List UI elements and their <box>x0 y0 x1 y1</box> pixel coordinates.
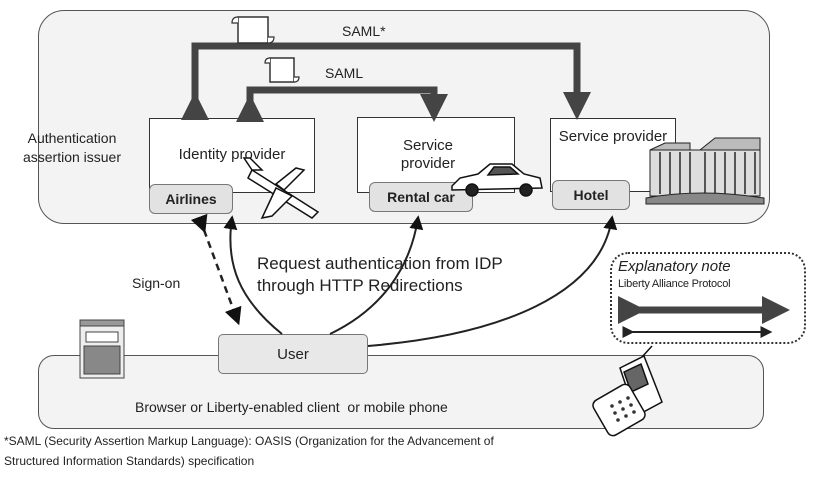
car-icon <box>451 163 543 197</box>
saml-outer-arrow <box>181 42 591 120</box>
sign-on-label: Sign-on <box>132 275 181 291</box>
footnote-line2: Structured Information Standards) specif… <box>4 454 255 468</box>
user-box: User <box>218 334 368 374</box>
browser-window-icon <box>79 319 125 379</box>
hotel-building-icon <box>645 137 765 205</box>
sign-on-arrow <box>190 213 242 326</box>
saml-inner-label: SAML <box>325 65 364 81</box>
airplane-icon <box>242 157 320 220</box>
redirect-label-line1: Request authentication from IDP <box>257 254 503 273</box>
service-provider-hotel-label: Service provider <box>558 128 668 145</box>
explanatory-note-title: Explanatory note <box>618 258 731 275</box>
saml-outer-label: SAML* <box>342 23 386 39</box>
redirect-label-line2: through HTTP Redirections <box>257 276 463 295</box>
redirect-arrows <box>223 215 618 347</box>
identity-provider-label: Identity provider <box>178 146 286 163</box>
footnote-line1: *SAML (Security Assertion Markup Languag… <box>4 434 494 448</box>
issuer-label: Authentication assertion issuer <box>22 130 122 165</box>
document-icon <box>231 16 275 44</box>
client-label: Browser or Liberty-enabled client or mob… <box>135 399 448 415</box>
service-provider-car-label: Service provider <box>400 137 456 172</box>
hotel-tag: Hotel <box>552 180 630 210</box>
explanatory-note-protocol: Liberty Alliance Protocol <box>618 278 731 290</box>
mobile-phone-icon <box>592 345 663 437</box>
document-icon <box>264 57 300 83</box>
airlines-tag: Airlines <box>149 184 233 214</box>
saml-inner-arrow <box>236 86 448 122</box>
liberty-protocol-arrow <box>618 296 790 338</box>
